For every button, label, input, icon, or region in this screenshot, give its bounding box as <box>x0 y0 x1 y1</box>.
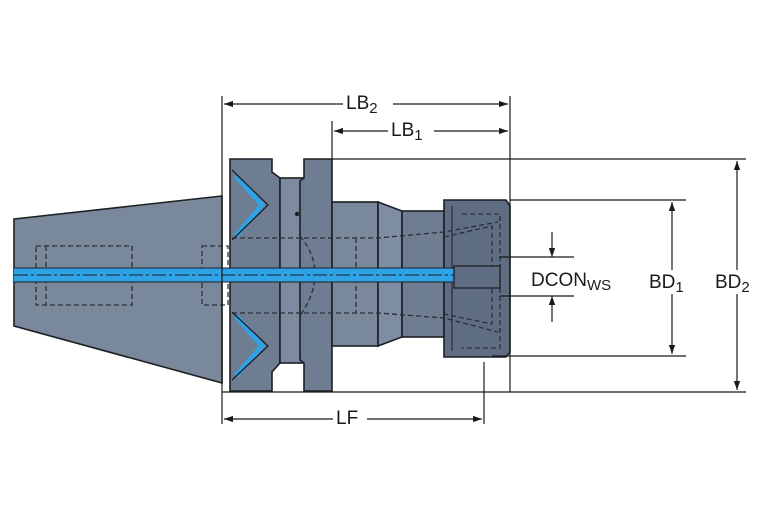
bd1-main: BD <box>649 272 676 293</box>
bd1-sub: 1 <box>675 279 684 296</box>
drive-hole <box>294 211 300 217</box>
coolant-channel <box>14 267 500 283</box>
dimension-label-lf: LF <box>336 409 358 428</box>
lb1-main: LB <box>391 120 415 141</box>
tool-bore <box>453 265 501 289</box>
dimension-label-bd1: BD1 <box>649 272 684 295</box>
dcon-main: DCON <box>531 270 587 291</box>
v-groove-marks <box>234 174 266 378</box>
lb2-main: LB <box>346 93 370 114</box>
dimension-label-bd2: BD2 <box>715 272 750 295</box>
dimension-label-dcon-ws: DCONWS <box>531 270 611 293</box>
bd2-main: BD <box>715 272 742 293</box>
dcon-sub: WS <box>586 277 612 294</box>
bd2-sub: 2 <box>741 279 750 296</box>
lb2-sub: 2 <box>369 100 378 117</box>
taper-shank <box>13 195 223 385</box>
lb1-sub: 1 <box>414 127 423 144</box>
lf-main: LF <box>336 408 359 429</box>
dimension-label-lb1: LB1 <box>391 120 423 143</box>
dimension-label-lb2: LB2 <box>346 93 378 116</box>
